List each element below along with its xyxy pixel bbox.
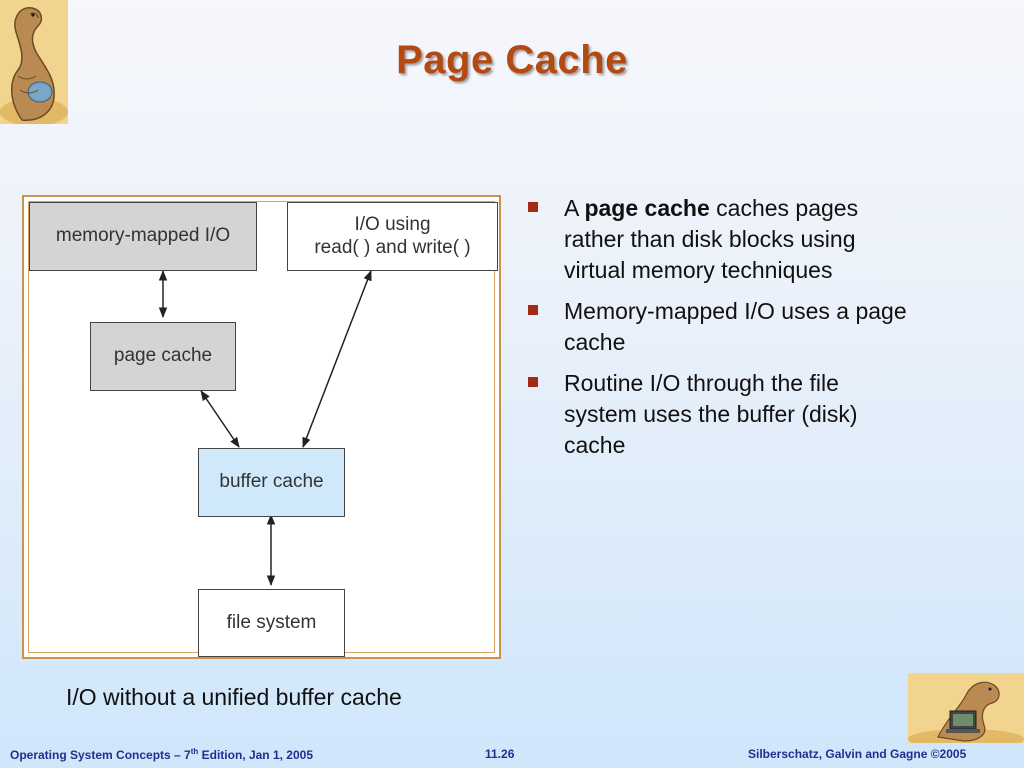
page-cache-label: page cache	[113, 345, 213, 367]
bullet-text-bold: page cache	[584, 195, 710, 221]
bullet-text-prefix: A	[564, 195, 585, 221]
bullet-item: Memory-mapped I/O uses a page cache	[527, 296, 917, 358]
arrow-pagecache-buffercache	[200, 390, 240, 448]
bullet-list: A page cache caches pages rather than di…	[527, 193, 917, 471]
buffer-cache-box: buffer cache	[198, 448, 345, 517]
bullet-item: Routine I/O through the file system uses…	[527, 368, 917, 461]
bullet-square-icon	[528, 377, 538, 387]
footer-page-number: 11.26	[485, 747, 515, 761]
io-read-write-box: I/O using read( ) and write( )	[287, 202, 498, 271]
bullet-text: Memory-mapped I/O uses a page cache	[564, 298, 907, 355]
buffer-cache-label: buffer cache	[219, 471, 324, 493]
page-cache-box: page cache	[90, 322, 236, 391]
arrow-io-buffercache	[302, 270, 372, 448]
file-system-label: file system	[226, 611, 317, 633]
footer-edition-date: Edition, Jan 1, 2005	[198, 748, 314, 762]
io-using-label: I/O using	[354, 213, 431, 235]
bullet-square-icon	[528, 305, 538, 315]
diagram-frame: memory-mapped I/O I/O using read( ) and …	[22, 195, 501, 659]
footer-book-title: Operating System Concepts – 7th Edition,…	[10, 747, 313, 762]
figure-caption: I/O without a unified buffer cache	[66, 684, 402, 710]
diagram-canvas: memory-mapped I/O I/O using read( ) and …	[28, 201, 498, 657]
diagram-arrows	[158, 269, 372, 587]
file-system-box: file system	[198, 589, 345, 657]
dinosaur-laptop-icon	[908, 673, 1024, 743]
bullet-item: A page cache caches pages rather than di…	[527, 193, 917, 286]
footer-copyright: Silberschatz, Galvin and Gagne ©2005	[748, 747, 967, 761]
slide-title: Page Cache	[396, 38, 628, 82]
footer-book-title-text: Operating System Concepts – 7	[10, 748, 191, 762]
memory-mapped-io-box: memory-mapped I/O	[29, 202, 257, 271]
bullet-text: Routine I/O through the file system uses…	[564, 370, 858, 458]
dinosaur-logo-icon	[0, 0, 68, 124]
memory-mapped-io-label: memory-mapped I/O	[55, 225, 231, 247]
bullet-square-icon	[528, 202, 538, 212]
footer-edition-superscript: th	[190, 747, 199, 756]
bullet-text: caches pages rather than disk blocks usi…	[564, 195, 859, 283]
read-write-label: read( ) and write( )	[314, 236, 471, 258]
